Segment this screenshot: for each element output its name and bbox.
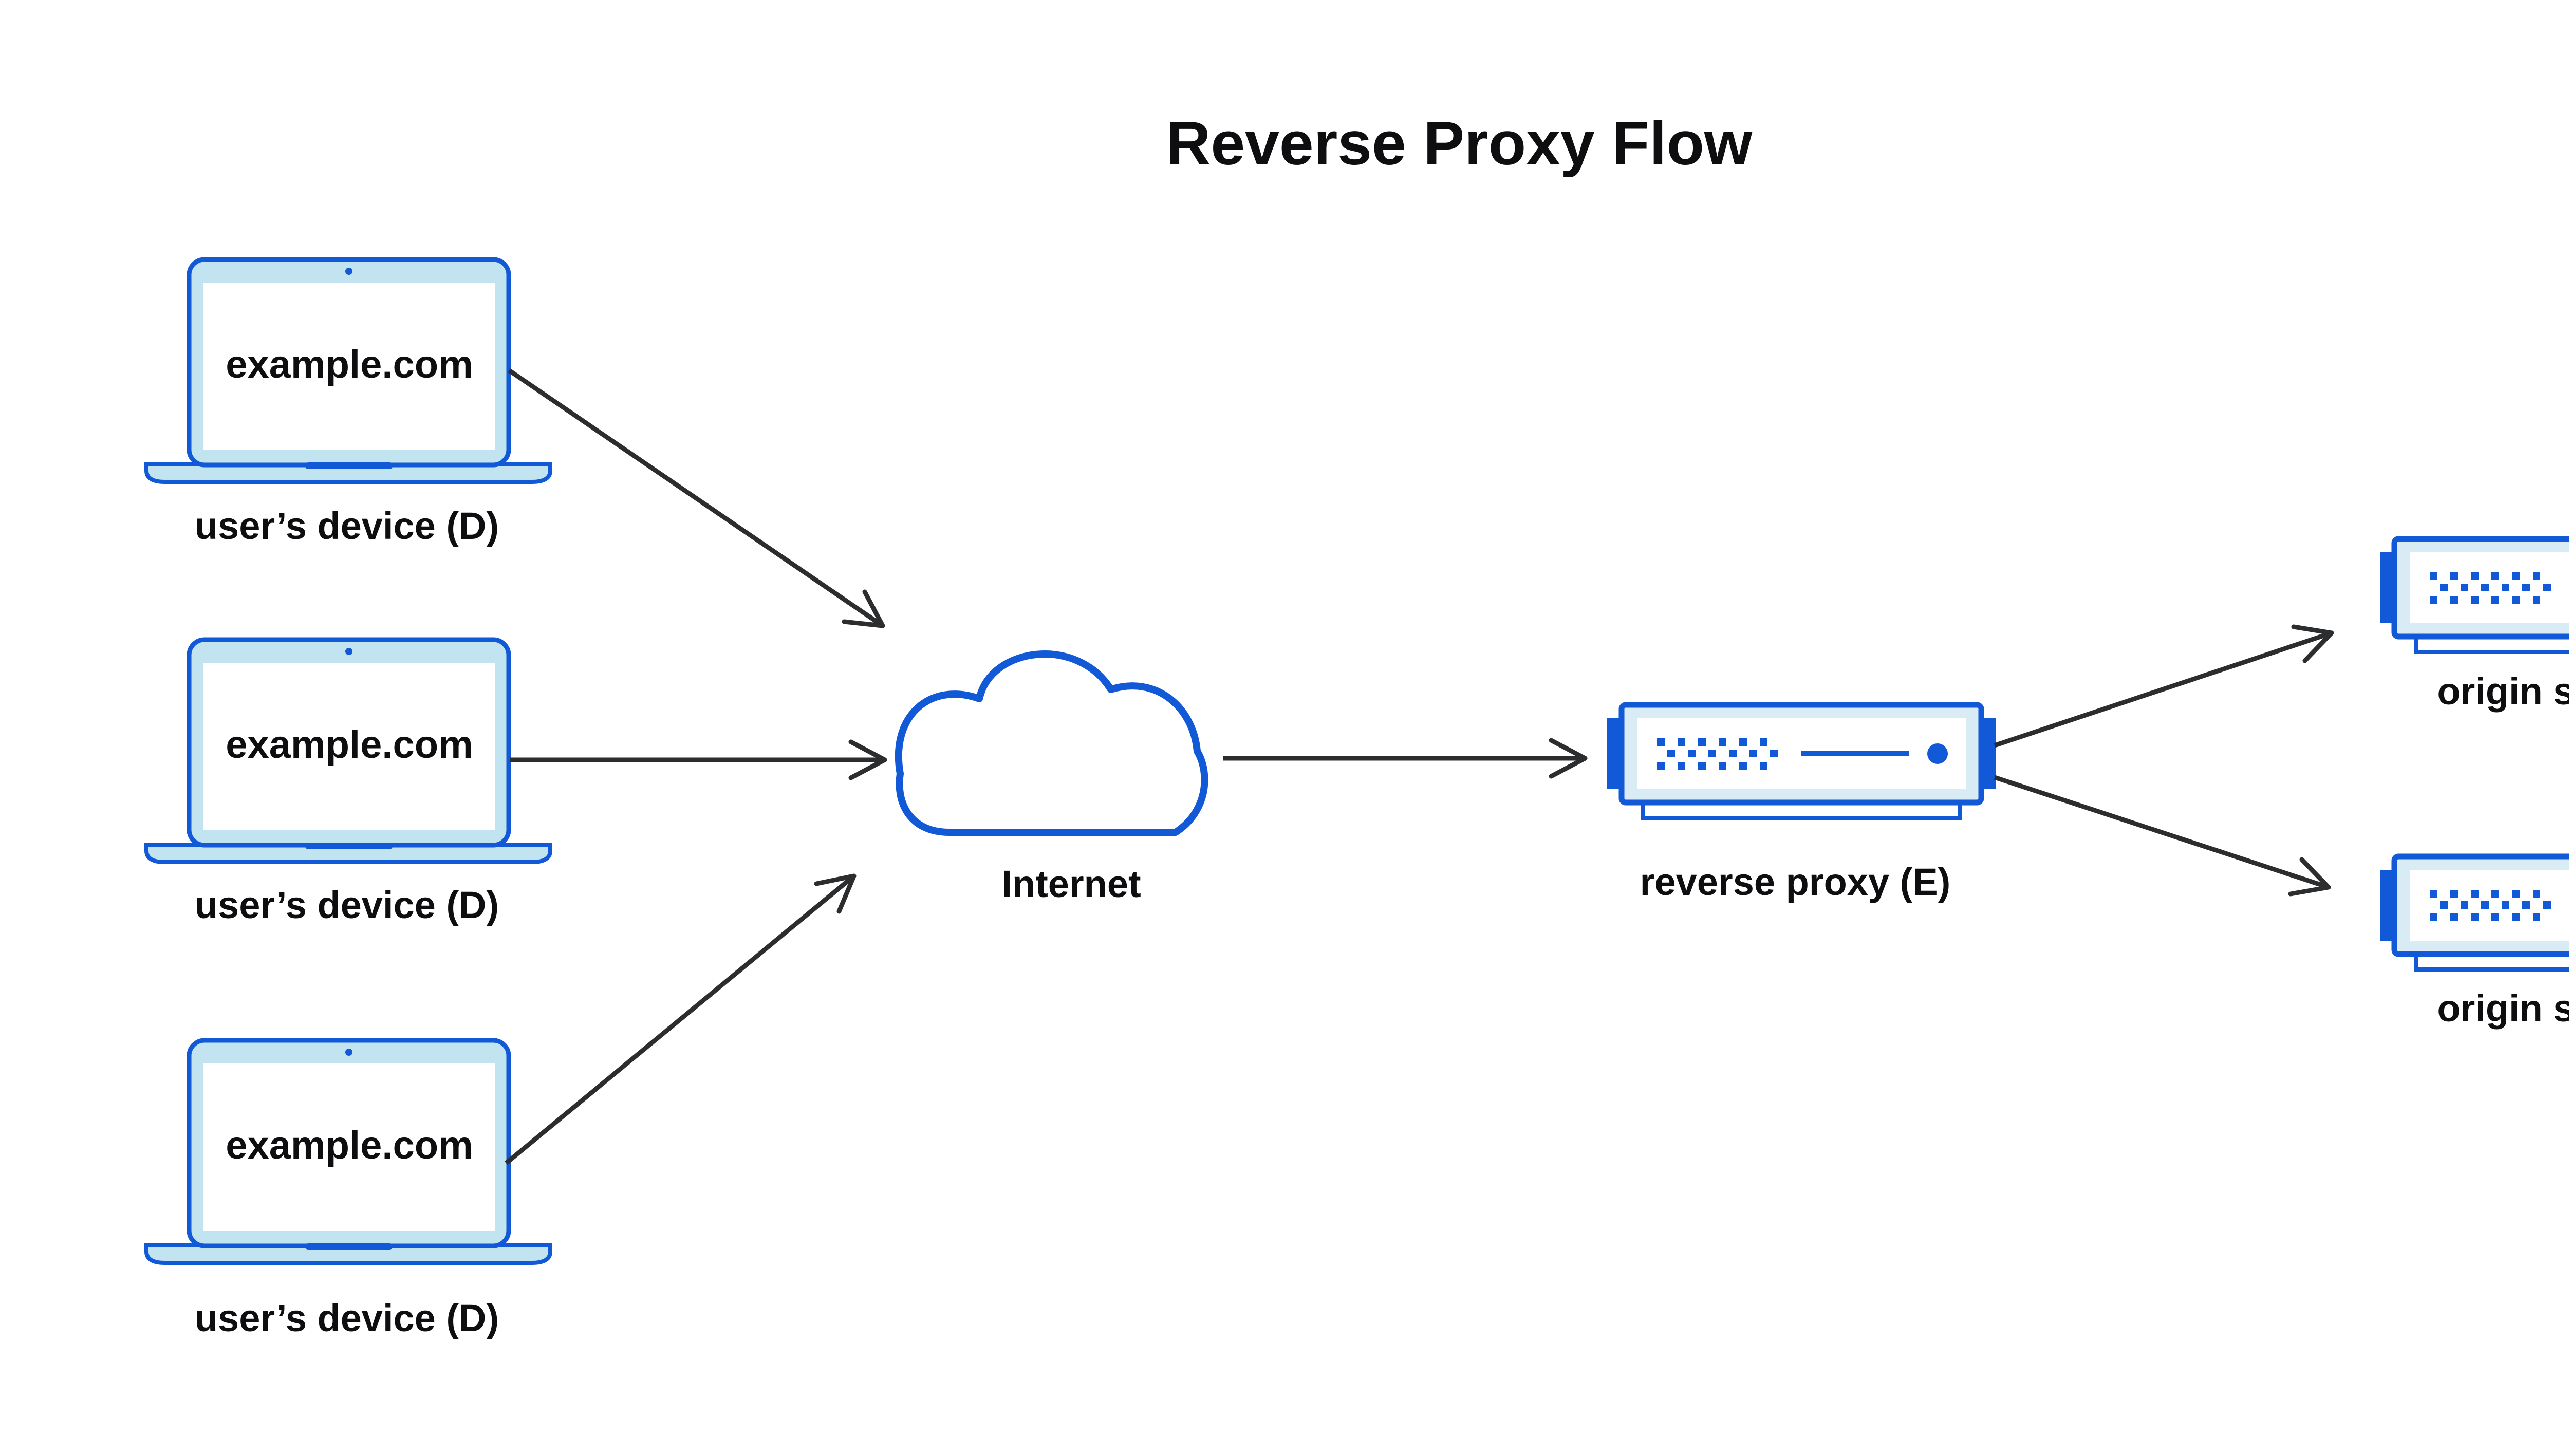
internet-label: Internet [1001, 863, 1141, 905]
arrow-proxy-to-origin1 [1994, 624, 2334, 748]
reverse-proxy-node: reverse proxy (E) [1607, 705, 1996, 903]
arrow-device1-to-internet [508, 368, 885, 628]
internet-node: Internet [895, 650, 1208, 905]
arrowhead-icon [848, 739, 887, 780]
origin-server-2: origin server (F) [2380, 856, 2569, 1030]
arrowhead-icon [2288, 857, 2331, 897]
device-screen-text: example.com [226, 1124, 473, 1167]
device-screen-text: example.com [226, 343, 473, 386]
arrowhead-icon [1549, 738, 1588, 779]
server-icon [1607, 705, 1996, 818]
arrowhead-icon [814, 873, 857, 914]
arrowhead-icon [2291, 624, 2334, 663]
device-label: user’s device (D) [195, 1297, 499, 1339]
origin-server-label: origin server (F) [2437, 987, 2569, 1030]
page-title: Reverse Proxy Flow [1166, 109, 1753, 178]
arrow-device2-to-internet [510, 739, 887, 780]
arrowhead-icon [842, 589, 885, 628]
device-label: user’s device (D) [195, 505, 499, 547]
device-label: user’s device (D) [195, 884, 499, 926]
device-screen-text: example.com [226, 723, 473, 767]
origin-server-1: origin server (F) [2380, 539, 2569, 713]
user-device-1: example.com user’s device (D) [146, 259, 550, 547]
reverse-proxy-label: reverse proxy (E) [1640, 861, 1951, 903]
arrow-internet-to-proxy [1223, 738, 1588, 779]
server-icon [2380, 856, 2569, 969]
user-device-2: example.com user’s device (D) [146, 640, 550, 926]
arrow-proxy-to-origin2 [1994, 775, 2331, 897]
arrow-device3-to-internet [505, 873, 857, 1165]
user-device-3: example.com user’s device (D) [146, 1040, 550, 1339]
origin-server-label: origin server (F) [2437, 670, 2569, 713]
server-icon [2380, 539, 2569, 652]
cloud-icon [895, 650, 1208, 836]
